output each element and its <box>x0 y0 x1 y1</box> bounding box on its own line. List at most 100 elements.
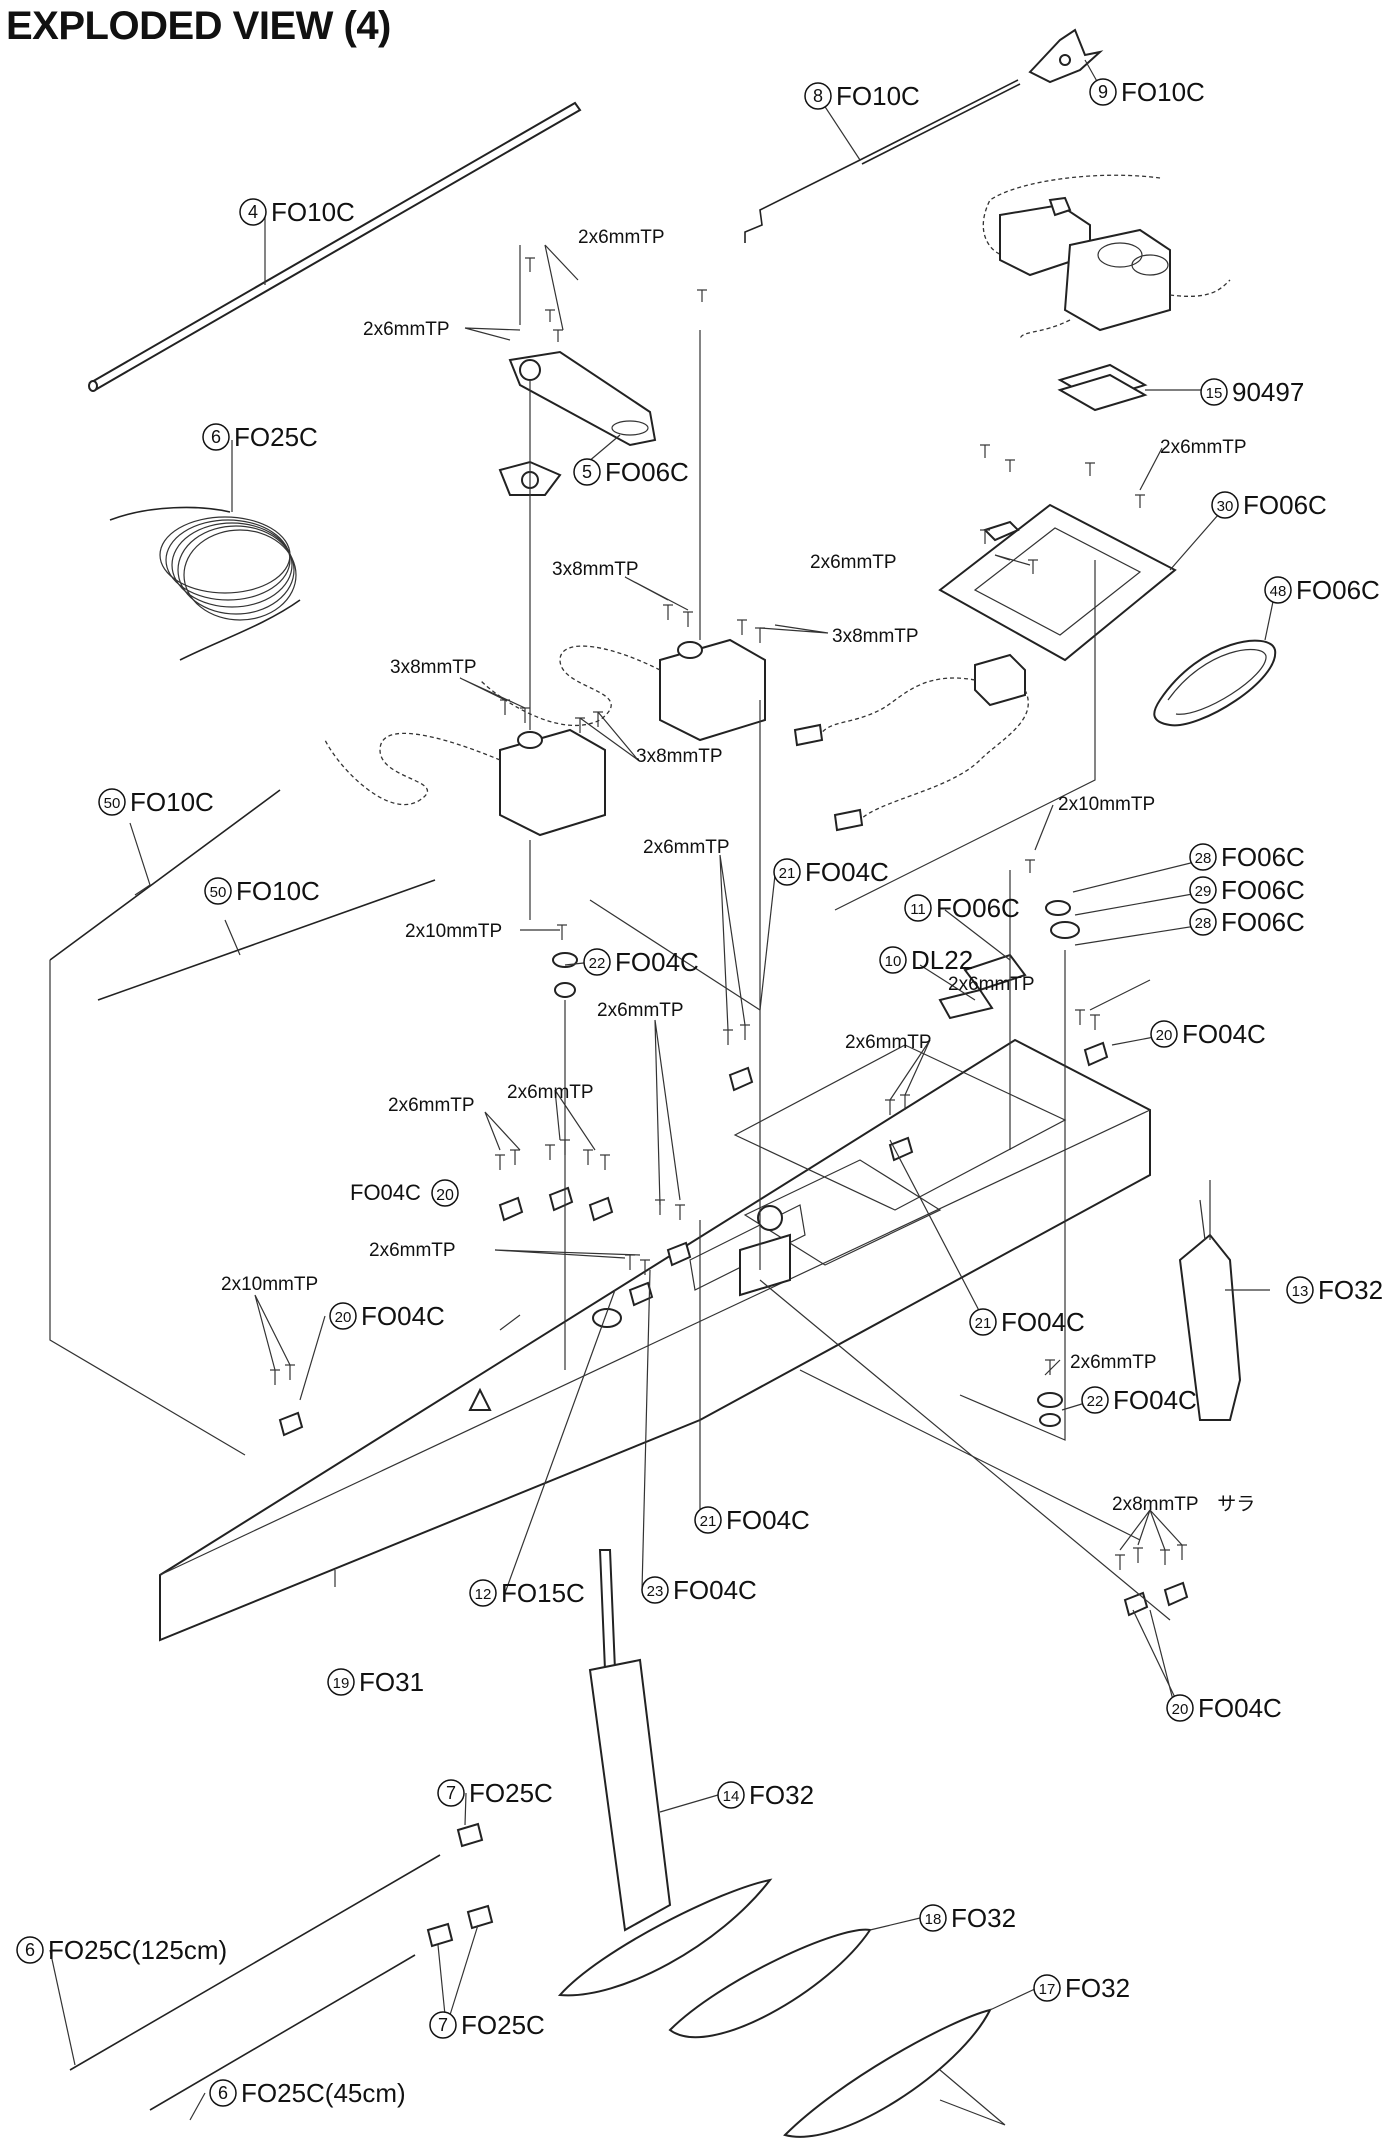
callout-code: 90497 <box>1232 377 1304 407</box>
callout-number: 8 <box>813 86 823 106</box>
callout-code: FO06C <box>1221 842 1305 872</box>
callout-code: DL22 <box>911 945 973 975</box>
callout-15-5: 15 90497 <box>1200 377 1304 407</box>
keel-bulb-part-18 <box>557 1878 872 2039</box>
callout-code: FO25C <box>461 2010 545 2040</box>
callout-reversed: FO04C 20 <box>350 1179 459 1207</box>
callout-29-12: 29 FO06C <box>1189 875 1305 905</box>
callout-code: FO10C <box>271 197 355 227</box>
callout-code: FO32 <box>951 1903 1016 1933</box>
callout-reversed-code: FO04C <box>350 1180 421 1205</box>
screw-label: 2x6mmTP <box>845 1032 932 1053</box>
callout-circle <box>329 1302 357 1330</box>
callout-circle <box>1089 78 1117 106</box>
callout-circle <box>919 1904 947 1932</box>
screw-label: 3x8mmTP <box>832 626 919 647</box>
callout-number: 6 <box>211 427 221 447</box>
callout-4-0: 4 FO10C <box>239 197 355 227</box>
callout-circle <box>469 1579 497 1607</box>
callout-number: 4 <box>248 202 258 222</box>
callout-circle <box>1081 1386 1109 1414</box>
callout-code: FO25C <box>234 422 318 452</box>
callout-code: FO32 <box>1065 1973 1130 2003</box>
screw-label: 2x6mmTP <box>578 227 665 248</box>
antenna-rod-part-8 <box>744 79 1021 243</box>
callout-code: FO10C <box>1121 77 1205 107</box>
callout-number: 12 <box>475 1586 492 1603</box>
screw-label: 2x6mmTP <box>369 1240 456 1261</box>
callout-code: FO06C <box>1243 490 1327 520</box>
callout-circle <box>327 1668 355 1696</box>
callout-number: 29 <box>1195 883 1212 900</box>
callout-code: FO04C <box>805 857 889 887</box>
coiled-tube-part-6 <box>109 506 301 661</box>
keel-bulb-part-17 <box>783 2008 992 2138</box>
callout-circle <box>641 1576 669 1604</box>
switch-harness-part <box>793 653 1029 832</box>
callout-circle <box>1211 491 1239 519</box>
callout-circle <box>1189 908 1217 936</box>
callout-number: 28 <box>1195 915 1212 932</box>
screw-label: 2x6mmTP <box>1160 437 1247 458</box>
screw-label: 2x10mmTP <box>405 921 502 942</box>
callout-code: FO04C <box>1001 1307 1085 1337</box>
callout-number: 21 <box>779 865 796 882</box>
callout-circle <box>773 858 801 886</box>
callout-code: FO06C <box>1296 575 1380 605</box>
callout-number: 10 <box>885 953 902 970</box>
callout-code: FO06C <box>936 893 1020 923</box>
callout-code: FO04C <box>1182 1019 1266 1049</box>
callout-circle <box>879 946 907 974</box>
callout-circle <box>239 198 267 226</box>
screw-label: 2x10mmTP <box>221 1274 318 1295</box>
screw-label: 3x8mmTP <box>552 559 639 580</box>
page-title: EXPLODED VIEW (4) <box>6 4 391 48</box>
callout-number: 22 <box>1087 1393 1104 1410</box>
callout-circle <box>573 458 601 486</box>
callout-circle <box>1189 843 1217 871</box>
callout-circle <box>209 2079 237 2107</box>
callout-number: 13 <box>1292 1283 1309 1300</box>
callout-circle <box>437 1779 465 1807</box>
callout-circle <box>1189 876 1217 904</box>
push-rods-part-50 <box>49 789 436 1456</box>
callout-circle <box>1150 1020 1178 1048</box>
callout-circle <box>1166 1694 1194 1722</box>
screw-label: 2x10mmTP <box>1058 794 1155 815</box>
callout-circle <box>16 1936 44 1964</box>
callout-number: 21 <box>975 1315 992 1332</box>
screw-label: 2x6mmTP <box>597 1000 684 1021</box>
tubes-part-6-7 <box>69 1822 494 2111</box>
screw-label: 2x6mmTP <box>507 1082 594 1103</box>
rod-part-4 <box>88 101 582 392</box>
callout-number: 7 <box>446 1783 456 1803</box>
screw-label: 2x6mmTP <box>363 319 450 340</box>
screw-label: 3x8mmTP <box>636 746 723 767</box>
callout-code: FO06C <box>1221 875 1305 905</box>
callout-code: FO04C <box>361 1301 445 1331</box>
callout-number: 21 <box>700 1513 717 1530</box>
callout-code: FO10C <box>236 876 320 906</box>
callout-number: 15 <box>1206 385 1223 402</box>
callout-number: 50 <box>104 795 121 812</box>
callout-10-16: 10 DL22 <box>879 945 973 975</box>
callout-circle <box>204 877 232 905</box>
callout-code: FO06C <box>1221 907 1305 937</box>
callout-21-19: 21 FO04C <box>969 1307 1085 1337</box>
